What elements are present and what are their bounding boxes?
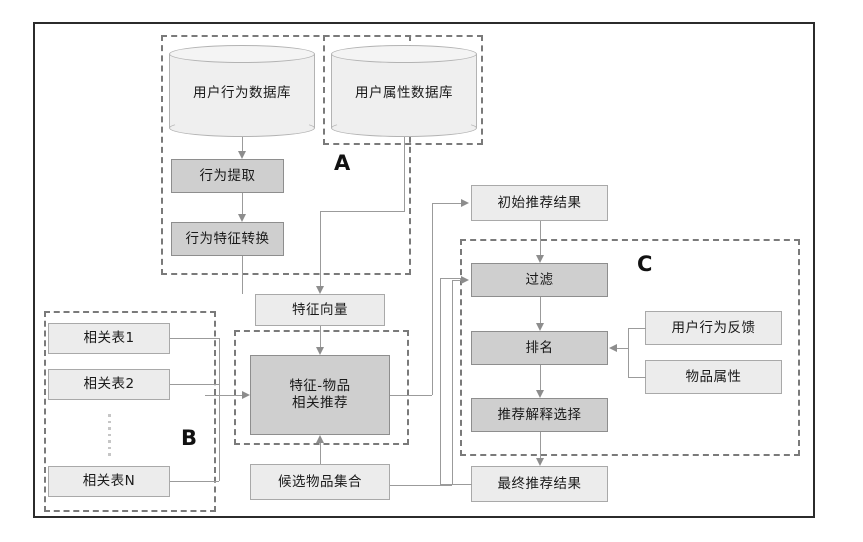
node-item-attribute[interactable]: 物品属性: [645, 360, 782, 394]
node-candidate-item-set[interactable]: 候选物品集合: [250, 464, 390, 500]
node-feature-vector[interactable]: 特征向量: [255, 294, 385, 326]
connector-recommend-right: [390, 395, 432, 396]
connector-recommend-up: [432, 203, 433, 395]
connector-ranking-to-explanation: [540, 365, 541, 390]
group-label-a: A: [334, 151, 351, 175]
node-ranking[interactable]: 排名: [471, 331, 608, 365]
arrowhead-to-feature-vector: [315, 286, 324, 294]
node-related-table-1-label: 相关表1: [83, 330, 135, 347]
database-user-behavior-label: 用户行为数据库: [193, 85, 291, 101]
database-user-attribute[interactable]: 用户属性数据库: [331, 45, 477, 137]
connector-itemattr-out: [628, 377, 646, 378]
arrowhead-ranking-to-explanation: [535, 390, 544, 398]
arrowhead-explanation-to-final: [535, 458, 544, 466]
group-region-a: [161, 35, 411, 275]
node-behavior-extraction[interactable]: 行为提取: [171, 159, 284, 193]
node-user-behavior-feedback[interactable]: 用户行为反馈: [645, 311, 782, 345]
connector-final-loop-left: [440, 484, 472, 485]
arrowhead-filter-to-ranking: [535, 323, 544, 331]
arrowhead-b-to-recommend: [242, 390, 250, 399]
connector-attrdb-left: [320, 211, 405, 212]
group-region-a-top-right: [323, 35, 483, 145]
arrowhead-feature-vector-to-recommend: [315, 347, 324, 355]
node-feature-item-recommend-label-line2: 相关推荐: [292, 395, 348, 411]
cylinder-bottom: [169, 119, 315, 137]
connector-recommend-to-initial: [432, 203, 461, 204]
node-feature-item-recommend[interactable]: 特征-物品 相关推荐: [250, 355, 390, 435]
cylinder-top: [331, 45, 477, 63]
connector-table2-out: [170, 384, 219, 385]
node-ranking-label: 排名: [525, 339, 554, 356]
connector-attrdb-down: [404, 137, 405, 211]
connector-initial-to-filter: [540, 221, 541, 255]
connector-feature-vector-to-recommend: [320, 326, 321, 347]
arrowhead-feedback-to-ranking: [609, 343, 617, 352]
connector-candidate-right: [390, 485, 452, 486]
connector-attrdb-to-feature-vector: [320, 211, 321, 286]
node-behavior-feature-transform[interactable]: 行为特征转换: [171, 222, 284, 256]
connector-final-loop-up: [440, 278, 441, 484]
group-region-c: [460, 239, 800, 456]
cylinder-bottom: [331, 119, 477, 137]
ellipsis-icon: [108, 414, 111, 456]
connector-b-bus-to-recommend: [205, 395, 242, 396]
connector-feedback-out: [628, 328, 646, 329]
arrowhead-db-to-extraction: [237, 151, 246, 159]
node-filter-label: 过滤: [525, 271, 554, 288]
node-recommend-explanation-selection[interactable]: 推荐解释选择: [471, 398, 608, 432]
node-final-recommend-result[interactable]: 最终推荐结果: [471, 466, 608, 502]
node-related-table-2-label: 相关表2: [83, 376, 135, 393]
connector-explanation-to-final: [540, 432, 541, 458]
arrowhead-candidate-to-recommend: [315, 435, 324, 443]
group-region-b: [44, 311, 216, 512]
node-related-table-n[interactable]: 相关表N: [48, 466, 170, 497]
database-user-attribute-label: 用户属性数据库: [355, 85, 453, 101]
node-filter[interactable]: 过滤: [471, 263, 608, 297]
group-label-b: B: [181, 426, 198, 450]
connector-table1-out: [170, 338, 219, 339]
connector-b-bus: [219, 338, 220, 481]
node-user-behavior-feedback-label: 用户行为反馈: [671, 319, 756, 336]
node-feature-item-recommend-label-line1: 特征-物品: [289, 378, 351, 395]
group-label-c: C: [637, 252, 653, 276]
node-initial-recommend-result-label: 初始推荐结果: [497, 194, 582, 211]
connector-candidate-to-filter: [452, 280, 461, 281]
node-related-table-2[interactable]: 相关表2: [48, 369, 170, 400]
cylinder-body: [331, 54, 477, 128]
node-related-table-n-label: 相关表N: [82, 473, 136, 490]
arrowhead-candidate-to-filter: [461, 275, 469, 284]
connector-candidate-to-recommend: [320, 443, 321, 464]
arrowhead-to-initial-result: [461, 198, 469, 207]
node-behavior-extraction-label: 行为提取: [199, 167, 256, 184]
database-user-behavior[interactable]: 用户行为数据库: [169, 45, 315, 137]
connector-candidate-up: [452, 280, 453, 485]
connector-db-to-extraction: [242, 137, 243, 151]
connector-final-loop-to-filter: [440, 278, 461, 279]
connector-feedback-bus: [628, 328, 629, 377]
cylinder-body: [169, 54, 315, 128]
node-initial-recommend-result[interactable]: 初始推荐结果: [471, 185, 608, 221]
connector-extraction-to-transform: [242, 193, 243, 214]
node-recommend-explanation-selection-label: 推荐解释选择: [497, 406, 582, 423]
group-region-center: [234, 330, 409, 445]
node-feature-vector-label: 特征向量: [292, 301, 348, 318]
node-related-table-1[interactable]: 相关表1: [48, 323, 170, 354]
cylinder-top: [169, 45, 315, 63]
connector-filter-to-ranking: [540, 297, 541, 323]
node-final-recommend-result-label: 最终推荐结果: [497, 475, 582, 492]
node-item-attribute-label: 物品属性: [685, 368, 742, 385]
connector-bus-to-ranking: [617, 348, 629, 349]
arrowhead-initial-to-filter: [535, 255, 544, 263]
arrowhead-extraction-to-transform: [237, 214, 246, 222]
connector-tablen-out: [170, 481, 219, 482]
connector-transform-to-feature-vector: [242, 256, 243, 294]
node-behavior-feature-transform-label: 行为特征转换: [185, 230, 270, 247]
node-candidate-item-set-label: 候选物品集合: [278, 473, 362, 490]
